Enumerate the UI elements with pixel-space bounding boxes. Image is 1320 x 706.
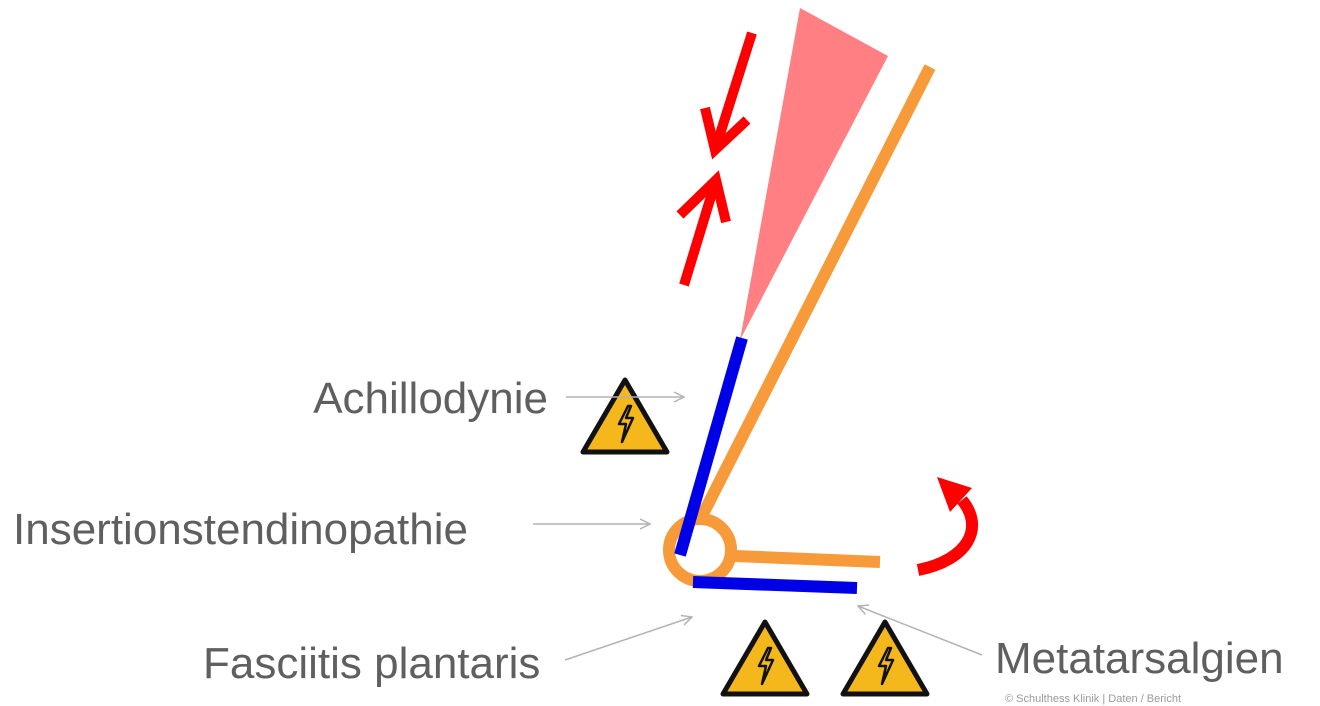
label-achillodynie: Achillodynie [313, 374, 548, 423]
copyright-note: © Schulthess Klinik | Daten / Bericht [1005, 693, 1181, 705]
pointer-fasciitis [565, 617, 692, 660]
label-insertionstendinopathie: Insertionstendinopathie [13, 505, 468, 554]
warning-icon-achillodynie [583, 380, 667, 452]
plantar-fascia [693, 582, 857, 588]
warning-icon-fasciitis [723, 622, 807, 694]
rotation-arrow-icon [918, 477, 972, 570]
compression-arrows-icon [680, 33, 752, 285]
label-metatarsalgien: Metatarsalgien [995, 634, 1284, 683]
metatarsal-bone [735, 556, 880, 562]
label-fasciitis-plantaris: Fasciitis plantaris [203, 639, 540, 688]
warning-icon-metatarsalgien [843, 622, 927, 694]
